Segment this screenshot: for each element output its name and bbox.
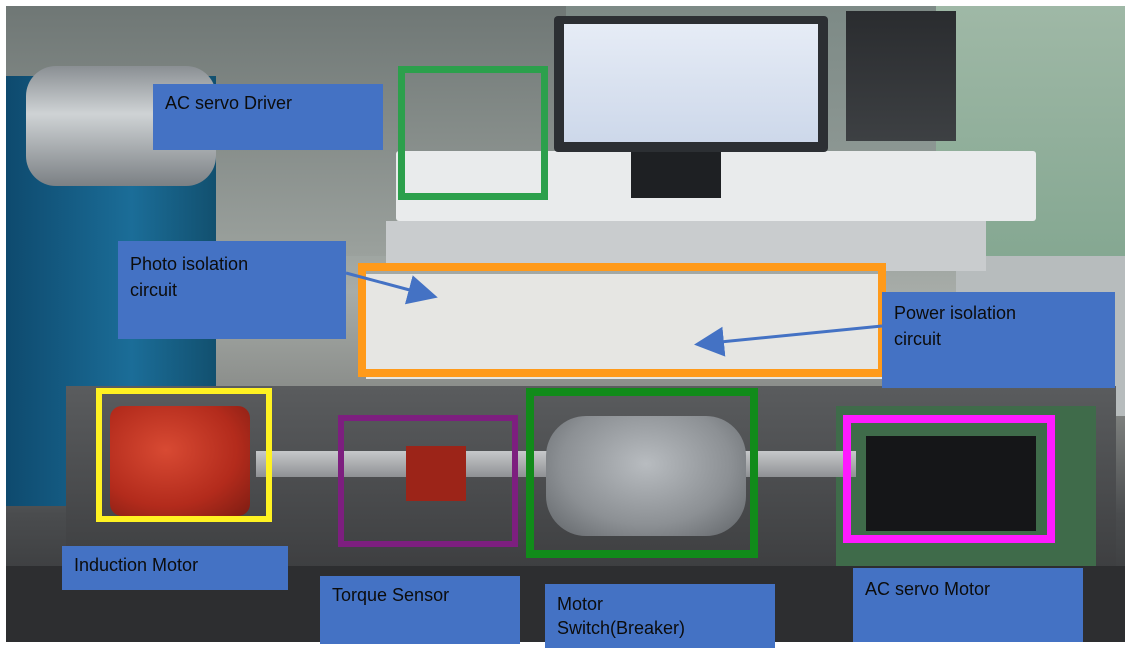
torque-sensor-text: Torque Sensor [332, 585, 450, 605]
motor-breaker-text-line2: Switch(Breaker) [557, 618, 686, 638]
induction-motor-body [110, 406, 250, 516]
ac-servo-motor-text: AC servo Motor [865, 579, 991, 599]
monitor-screen [564, 24, 818, 142]
ac-servo-motor-label: AC servo Motor [853, 568, 1083, 642]
photo-isolation-text-line2: circuit [130, 280, 178, 300]
motor-breaker-text-line1: Motor [557, 594, 604, 614]
ac-servo-motor-frame [843, 415, 1055, 543]
lower-shelf [386, 221, 986, 271]
torque-sensor-label: Torque Sensor [320, 576, 520, 644]
monitor-stand [631, 152, 721, 198]
induction-motor-label: Induction Motor [62, 546, 288, 590]
servo-motor-body [866, 436, 1036, 531]
induction-motor-text: Induction Motor [74, 555, 199, 575]
power-isolation-text-line1: Power isolation [894, 303, 1017, 323]
ac-servo-driver-text: AC servo Driver [165, 93, 293, 113]
ac-servo-driver-label: AC servo Driver [153, 84, 383, 150]
photo-isolation-text-line1: Photo isolation [130, 254, 249, 274]
photo-isolation-label: Photo isolation circuit [118, 241, 346, 339]
motor-breaker-label: Motor Switch(Breaker) [545, 584, 775, 648]
power-isolation-label: Power isolation circuit [882, 292, 1115, 388]
induction-motor-frame [96, 388, 272, 522]
power-isolation-text-line2: circuit [894, 329, 942, 349]
isolation-circuit-frame [358, 263, 886, 377]
motor-breaker-frame [526, 388, 758, 558]
torque-sensor-body [406, 446, 466, 501]
torque-sensor-frame [338, 415, 518, 547]
ac-servo-driver-frame [398, 66, 548, 200]
breaker-motor-body [546, 416, 746, 536]
instrument-rack [846, 11, 956, 141]
